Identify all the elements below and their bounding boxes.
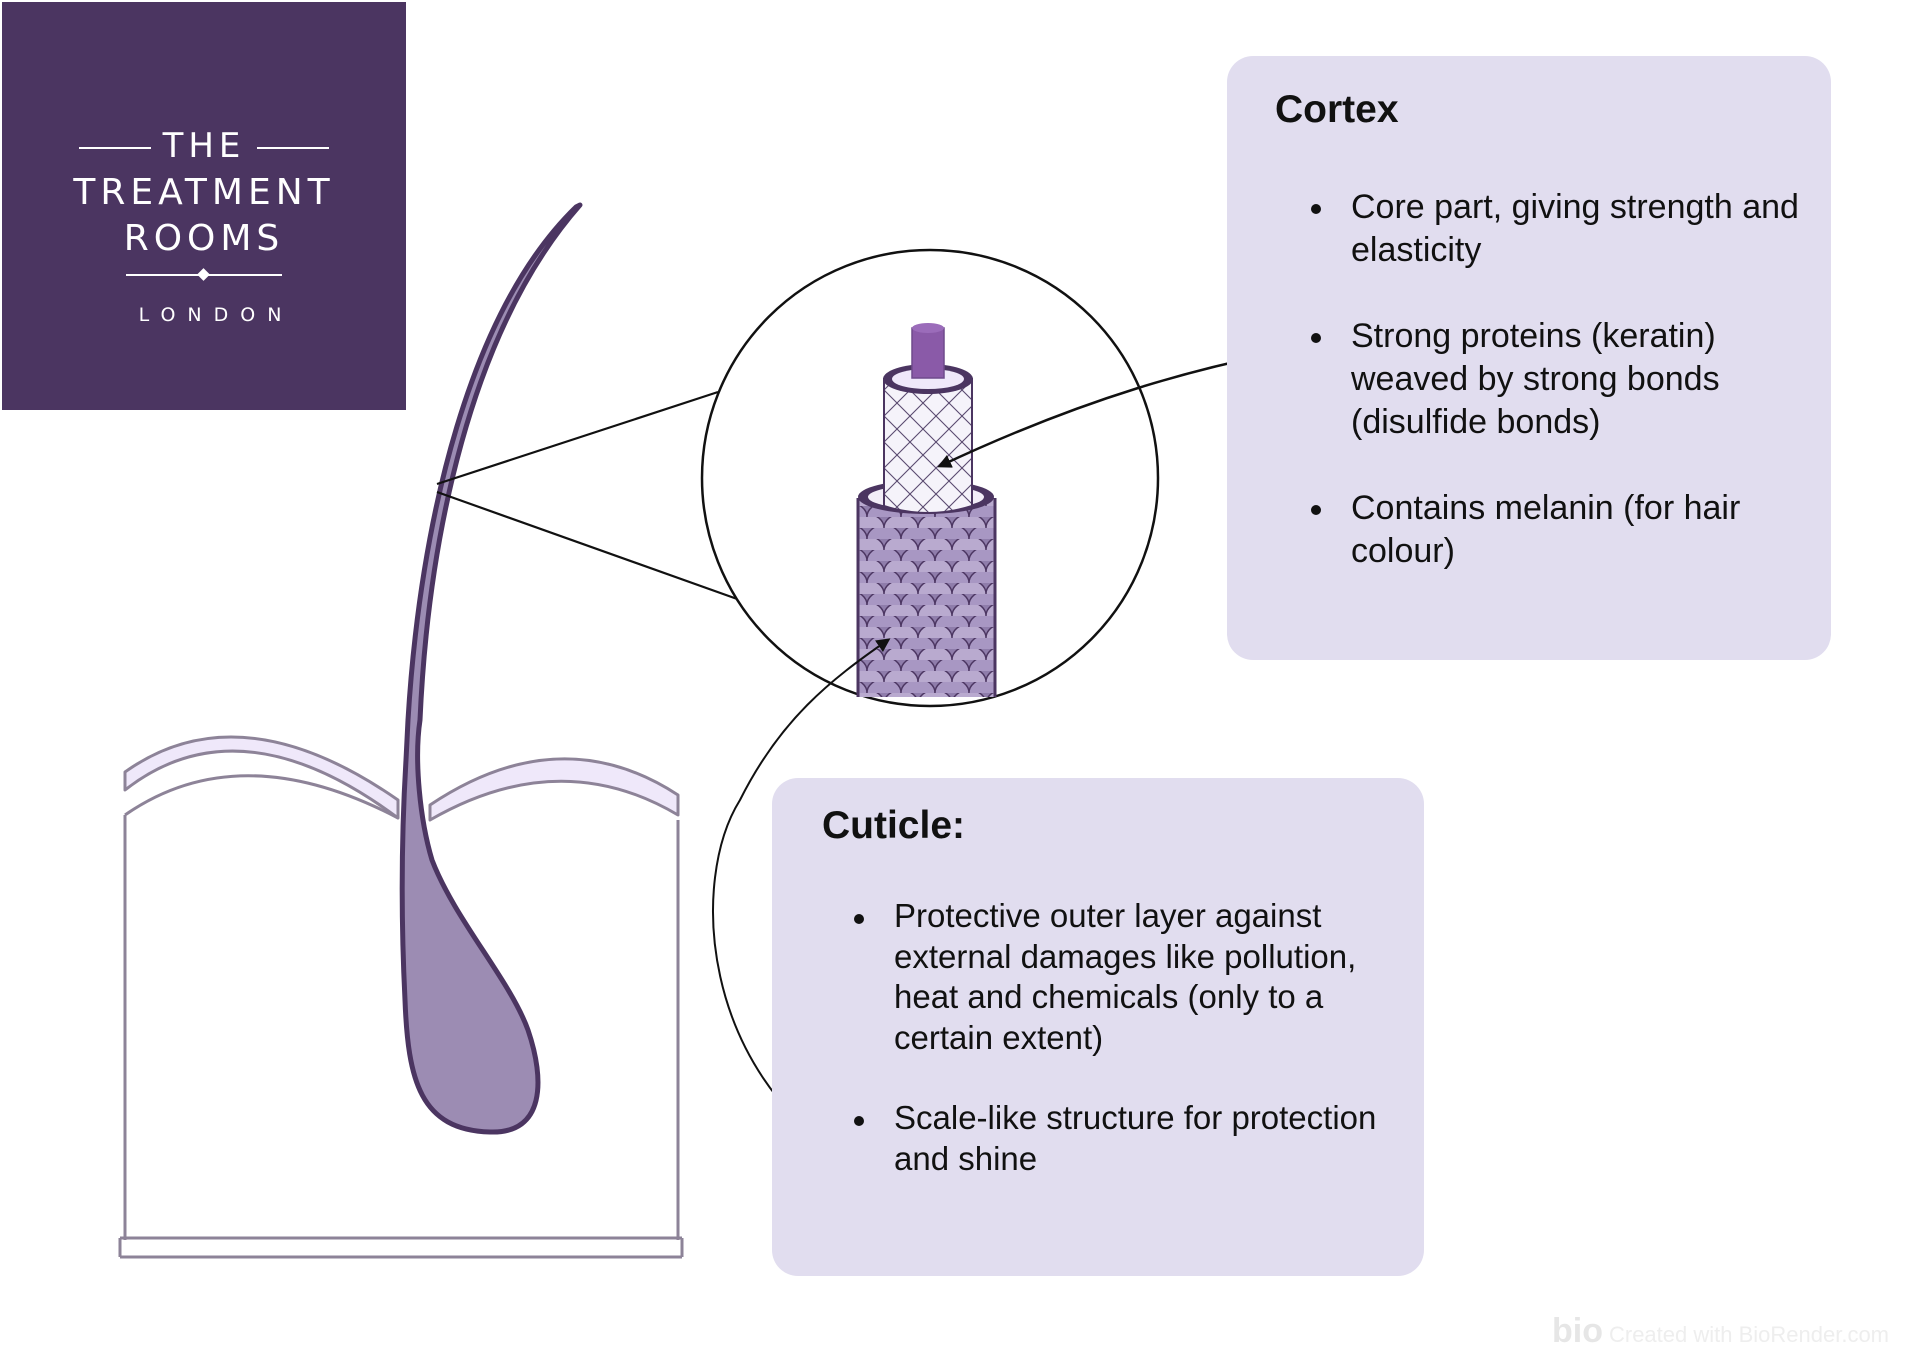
cuticle-pointer-arrow: [712, 638, 891, 1164]
hair-strand: [399, 202, 583, 1135]
skin-section: [118, 815, 684, 1259]
scalp-surface: [123, 735, 680, 822]
list-item: Scale-like structure for protection and …: [854, 1098, 1394, 1179]
zoom-lines: [436, 390, 741, 602]
cuticle-title: Cuticle:: [822, 804, 966, 847]
logo-word-london: LONDON: [138, 304, 294, 326]
logo-word-treatment: TREATMENT: [73, 172, 335, 213]
logo-word-the: THE: [2, 126, 406, 166]
watermark-brand: bio: [1552, 1312, 1603, 1350]
cuticle-info-card: Cuticle: Protective outer layer against …: [772, 778, 1424, 1276]
watermark-text: Created with BioRender.com: [1608, 1322, 1890, 1347]
list-item: Core part, giving strength and elasticit…: [1311, 186, 1811, 272]
treatment-rooms-logo: THE TREATMENT ROOMS LONDON: [2, 2, 406, 410]
cortex-title: Cortex: [1275, 88, 1399, 131]
cortex-bullet-list: Core part, giving strength and elasticit…: [1311, 186, 1811, 573]
list-item: Contains melanin (for hair colour): [1311, 487, 1811, 573]
cuticle-bullet-list: Protective outer layer against external …: [854, 896, 1394, 1179]
cortex-info-card: Cortex Core part, giving strength and el…: [1227, 56, 1831, 660]
magnified-hair-section: [700, 248, 1160, 708]
list-item: Protective outer layer against external …: [854, 896, 1394, 1058]
list-item: Strong proteins (keratin) weaved by stro…: [1311, 315, 1811, 444]
logo-word-rooms: ROOMS: [123, 218, 285, 259]
